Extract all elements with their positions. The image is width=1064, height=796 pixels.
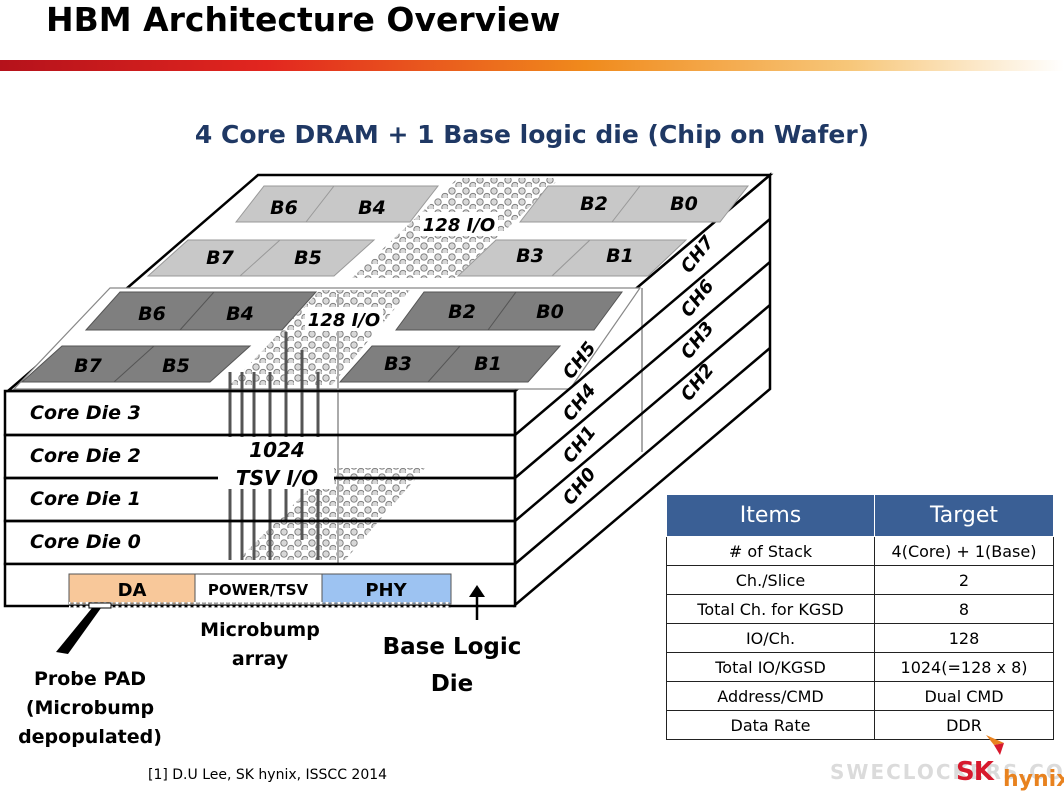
base-logic-label-2: Die xyxy=(431,671,474,697)
probe-pad-label-3: depopulated) xyxy=(18,726,162,748)
logo-hynix: hynix xyxy=(1003,767,1064,792)
table-cell: Total IO/KGSD xyxy=(666,652,875,682)
bank-label: B0 xyxy=(670,193,698,215)
slide-title: HBM Architecture Overview xyxy=(46,0,561,39)
logo-sk: SK xyxy=(956,757,994,787)
table-cell: 128 xyxy=(874,623,1054,653)
da-label: DA xyxy=(118,580,147,601)
bank-label: B7 xyxy=(74,355,102,377)
probe-pad-label-2: (Microbump xyxy=(26,697,154,719)
table-cell: DDR xyxy=(874,710,1054,740)
tsv-dot-column xyxy=(238,468,425,560)
top-io-label: 128 I/O xyxy=(423,215,495,236)
bank-label: B1 xyxy=(474,353,502,375)
bank-label: B7 xyxy=(206,247,234,269)
bank-label: B4 xyxy=(226,303,254,325)
table-cell: # of Stack xyxy=(666,536,875,566)
table-cell: 4(Core) + 1(Base) xyxy=(874,536,1054,566)
bank-label: B4 xyxy=(358,197,386,219)
bank-label: B2 xyxy=(448,301,476,323)
microbump-row xyxy=(69,602,451,608)
io-label-bg xyxy=(420,212,498,236)
core-die-label: Core Die 0 xyxy=(30,531,141,553)
core-die-label: Core Die 3 xyxy=(30,402,141,424)
base-logic-label: Base Logic xyxy=(383,634,522,660)
bank-label: B6 xyxy=(138,303,166,325)
tsv-label-line2: TSV I/O xyxy=(236,466,318,490)
table-header-items: Items xyxy=(666,494,875,537)
bank-label: B1 xyxy=(606,245,634,267)
table-header-target: Target xyxy=(874,494,1054,537)
table-cell: 1024(=128 x 8) xyxy=(874,652,1054,682)
probe-pad xyxy=(88,602,112,609)
base-logic-arrow-icon xyxy=(469,585,485,620)
bank-label: B2 xyxy=(580,193,608,215)
bank-label: B6 xyxy=(270,197,298,219)
microbump-label-2: array xyxy=(232,648,289,670)
bank-label: B3 xyxy=(384,353,412,375)
title-underline-bar xyxy=(0,60,1064,71)
table-cell: Ch./Slice xyxy=(666,565,875,595)
side-layer-lines xyxy=(514,218,771,565)
tsv-label-bg xyxy=(218,437,334,489)
table-cell: Data Rate xyxy=(666,710,875,740)
core-die-label: Core Die 2 xyxy=(30,445,141,467)
bank-label: B3 xyxy=(516,245,544,267)
diagram-subtitle: 4 Core DRAM + 1 Base logic die (Chip on … xyxy=(194,120,870,149)
table-cell: Dual CMD xyxy=(874,681,1054,711)
microbump-label: Microbump xyxy=(200,619,320,641)
table-row: IO/Ch.128 xyxy=(666,623,1054,653)
second-io-label: 128 I/O xyxy=(308,310,380,331)
bank-label: B5 xyxy=(162,355,190,377)
phy-block xyxy=(321,573,452,605)
io-label-bg xyxy=(305,307,383,331)
second-die-banks xyxy=(20,291,623,383)
watermark: SWECLOCKERS.COM xyxy=(830,760,1064,784)
footnote-citation: [1] D.U Lee, SK hynix, ISSCC 2014 xyxy=(148,767,388,783)
table-cell: 8 xyxy=(874,594,1054,624)
power-tsv-label: POWER/TSV xyxy=(208,581,309,599)
table-cell: 2 xyxy=(874,565,1054,595)
table-cell: Address/CMD xyxy=(666,681,875,711)
sk-hynix-logo: SK hynix xyxy=(950,735,1064,795)
table-cell: Total Ch. for KGSD xyxy=(666,594,875,624)
probe-pad-label: Probe PAD xyxy=(34,668,146,690)
table-cell: IO/Ch. xyxy=(666,623,875,653)
kite-icon xyxy=(986,735,1004,755)
phy-label: PHY xyxy=(365,580,407,601)
bank-label: B5 xyxy=(294,247,322,269)
tsv-label-line1: 1024 xyxy=(249,438,305,462)
top-die-banks xyxy=(146,185,750,277)
probe-pad-pointer xyxy=(56,608,101,654)
bank-label: B0 xyxy=(536,301,564,323)
core-die-label: Core Die 1 xyxy=(30,488,141,510)
